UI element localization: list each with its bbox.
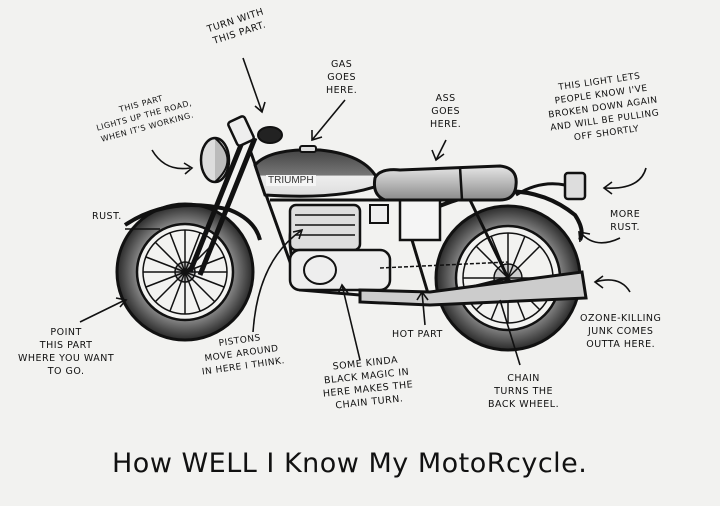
seat <box>373 164 518 202</box>
brand-label: TRIUMPH <box>266 175 316 186</box>
chain <box>379 261 509 269</box>
annotation-pipe: HOT PART <box>392 329 443 340</box>
headlight <box>199 136 231 184</box>
engine <box>288 203 392 292</box>
side-panel <box>398 198 442 242</box>
annotation-rear-fender: MORE RUST. <box>610 209 641 233</box>
annotation-gearbox: SOME KINDA BLACK MAGIC IN HERE MAKES THE… <box>322 354 414 412</box>
front-wheel <box>115 202 255 342</box>
annotation-chain: CHAIN TURNS THE BACK WHEEL. <box>488 373 560 410</box>
annotation-seat: ASS GOES HERE. <box>430 93 462 130</box>
annotation-exhaust: OZONE-KILLING JUNK COMES OUTTA HERE. <box>580 313 662 350</box>
annotation-front-fender: RUST. <box>92 211 122 222</box>
annotation-arrows <box>79 57 647 366</box>
exhaust-pipe <box>358 270 588 307</box>
gas-tank <box>253 148 382 198</box>
front-fork <box>187 134 258 276</box>
gas-cap <box>299 145 317 153</box>
annotation-front-wheel: POINT THIS PART WHERE YOU WANT TO GO. <box>18 327 115 377</box>
page-title: How WELL I Know My MotoRcycle. <box>112 448 588 479</box>
handlebars <box>227 115 283 147</box>
annotation-gas-tank: GAS GOES HERE. <box>326 59 358 96</box>
tail-light <box>563 171 587 201</box>
